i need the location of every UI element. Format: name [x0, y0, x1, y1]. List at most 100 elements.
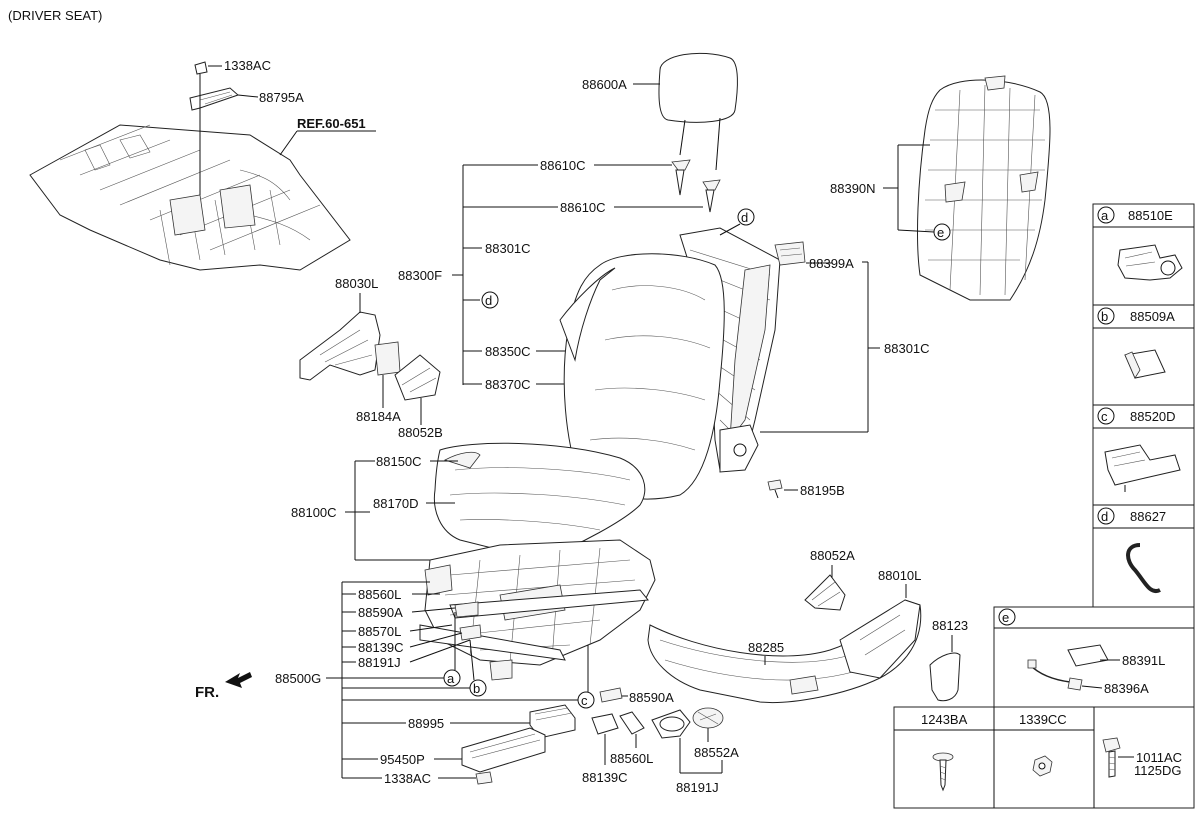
clip-88627-drawing — [1126, 543, 1161, 594]
seat-frame-drawing — [419, 539, 656, 681]
cover-88123-drawing — [929, 652, 961, 702]
legend-e-letter: e — [1002, 610, 1009, 625]
nut-1338ac-bottom-drawing — [475, 771, 493, 785]
label-88610c-1: 88610C — [540, 158, 586, 173]
label-88010l: 88010L — [878, 568, 921, 583]
label-88301c-right: 88301C — [884, 341, 930, 356]
label-88560l-top: 88560L — [358, 587, 401, 602]
label-88030l: 88030L — [335, 276, 378, 291]
label-88052a: 88052A — [810, 548, 855, 563]
label-88795a: 88795A — [259, 90, 304, 105]
legend-d-circle — [1097, 507, 1115, 525]
label-88610c-2: 88610C — [560, 200, 606, 215]
label-88052b: 88052B — [398, 425, 443, 440]
fastener-table — [893, 706, 1195, 809]
bolt-88195b-drawing — [767, 479, 783, 499]
legend-d-part: 88627 — [1130, 509, 1166, 524]
screw-1243ba-drawing — [932, 752, 954, 792]
callout-d-top — [737, 208, 755, 226]
label-95450p: 95450P — [380, 752, 425, 767]
legend-d-letter: d — [1101, 509, 1108, 524]
label-88370c: 88370C — [485, 377, 531, 392]
harness-88396a-drawing — [1027, 659, 1083, 691]
legend-a-part: 88510E — [1128, 208, 1173, 223]
label-88600a: 88600A — [582, 77, 627, 92]
direction-label: FR. — [195, 684, 219, 701]
fastener-3b-label: 1125DG — [1134, 763, 1181, 778]
label-88390n: 88390N — [830, 181, 876, 196]
label-88191j-top: 88191J — [358, 655, 401, 670]
label-88300f: 88300F — [398, 268, 442, 283]
label-1338ac-top: 1338AC — [224, 58, 271, 73]
label-88350c: 88350C — [485, 344, 531, 359]
seat-back-cover-drawing — [917, 75, 1051, 301]
label-88170d: 88170D — [373, 496, 419, 511]
headrest-drawing — [658, 52, 738, 213]
fastener-3a-label: 1011AC — [1136, 750, 1182, 765]
legend-a-circle — [1097, 206, 1115, 224]
bolt-1011ac-drawing — [1102, 737, 1121, 778]
motor-88520d-drawing — [1104, 444, 1181, 492]
label-88500g: 88500G — [275, 671, 321, 686]
callout-b-frame-letter: b — [473, 681, 480, 696]
label-88139c-bottom: 88139C — [582, 770, 628, 785]
legend-c-letter: c — [1101, 409, 1108, 424]
label-88285: 88285 — [748, 640, 784, 655]
callout-e-cover-letter: e — [937, 225, 944, 240]
callout-c-frame-letter: c — [581, 693, 588, 708]
motor-88509a-drawing — [1124, 349, 1166, 379]
label-88150c: 88150C — [376, 454, 422, 469]
part-88590a-bottom-drawing — [599, 687, 623, 703]
label-88191j-bottom: 88191J — [676, 780, 719, 795]
legend-a-letter: a — [1101, 208, 1109, 223]
label-88995: 88995 — [408, 716, 444, 731]
legend-b-letter: b — [1101, 309, 1108, 324]
module-95450p-drawing — [461, 727, 546, 773]
legend-c-part: 88520D — [1130, 409, 1176, 424]
label-88100c: 88100C — [291, 505, 337, 520]
label-88552a: 88552A — [694, 745, 739, 760]
label-88590a-top: 88590A — [358, 605, 403, 620]
side-trim-88030l-drawing — [299, 311, 441, 401]
label-88123: 88123 — [932, 618, 968, 633]
label-88590a-bottom: 88590A — [629, 690, 674, 705]
front-arrow-icon — [225, 672, 252, 688]
callout-b-frame — [469, 679, 487, 697]
label-88301c-left: 88301C — [485, 241, 531, 256]
callout-c-frame — [577, 691, 595, 709]
callout-d-seatback-letter: d — [485, 293, 492, 308]
fastener-1-label: 1243BA — [921, 712, 968, 727]
bracket-88795a-drawing — [189, 61, 239, 195]
legend-e-part-1: 88391L — [1122, 653, 1165, 668]
callout-d-seatback — [481, 291, 499, 309]
sensor-88391l-drawing — [1067, 644, 1109, 667]
module-88995-drawing — [529, 704, 576, 739]
callout-e-cover — [933, 223, 951, 241]
label-88184a: 88184A — [356, 409, 401, 424]
callout-a-frame — [443, 669, 461, 687]
floor-panel-drawing — [29, 124, 351, 271]
legend-b-circle — [1097, 307, 1115, 325]
label-1338ac-bottom: 1338AC — [384, 771, 431, 786]
label-88560l-bottom: 88560L — [610, 751, 653, 766]
label-88570l: 88570L — [358, 624, 401, 639]
callout-a-frame-letter: a — [447, 671, 455, 686]
clips-bottom-drawing — [591, 707, 724, 739]
legend-e-part-2: 88396A — [1104, 681, 1149, 696]
label-88195b: 88195B — [800, 483, 845, 498]
side-shield-88010l-drawing — [647, 599, 922, 703]
legend-c-circle — [1097, 407, 1115, 425]
label-88139c-top: 88139C — [358, 640, 404, 655]
diagram-title: (DRIVER SEAT) — [8, 8, 102, 23]
seat-cushion-drawing — [433, 442, 646, 561]
legend-b-part: 88509A — [1130, 309, 1175, 324]
seat-back-drawing — [559, 227, 806, 500]
ref-label: REF.60-651 — [297, 116, 366, 131]
callout-d-top-letter: d — [741, 210, 748, 225]
label-88399a: 88399A — [809, 256, 854, 271]
nut-1339cc-drawing — [1032, 755, 1053, 777]
legend-e-circle — [998, 608, 1016, 626]
motor-88510e-drawing — [1117, 244, 1183, 281]
fastener-2-label: 1339CC — [1019, 712, 1067, 727]
